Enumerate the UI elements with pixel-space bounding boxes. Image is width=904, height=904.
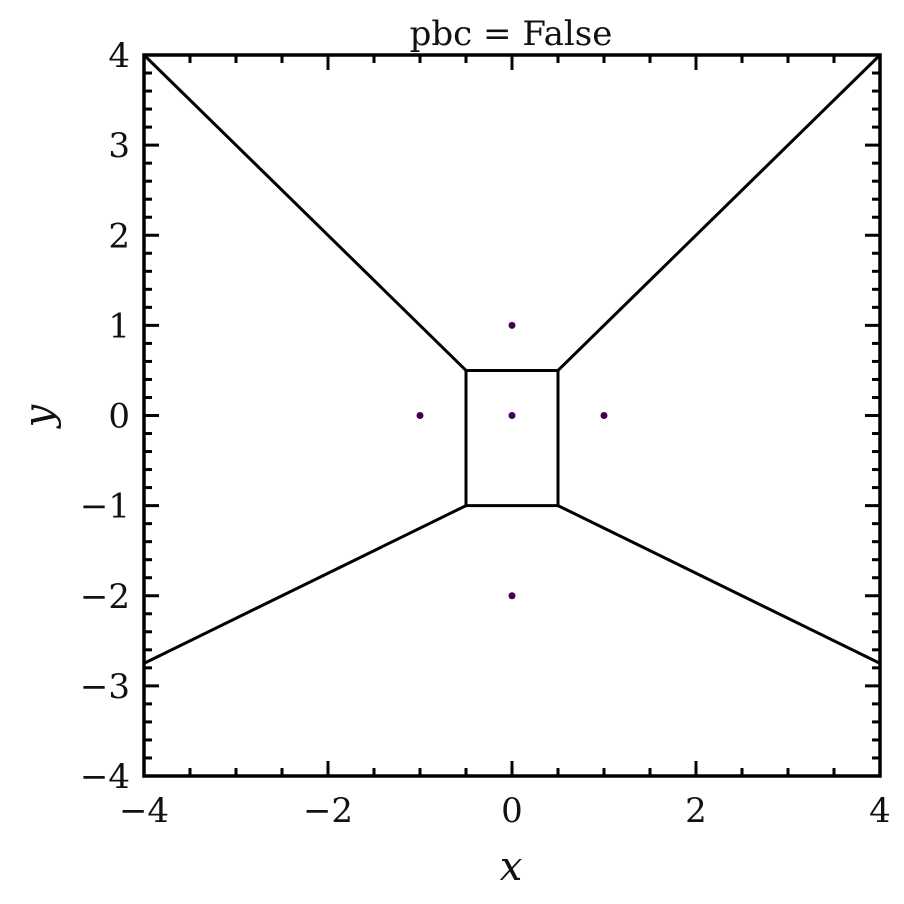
data-point — [508, 412, 516, 419]
x-tick-label: −2 — [303, 791, 353, 831]
y-tick-labels: −4 −3 −2 −1 0 1 2 3 4 — [80, 36, 130, 797]
data-point — [508, 321, 516, 329]
y-tick-label: 4 — [108, 36, 130, 76]
voronoi-edge — [142, 53, 468, 372]
data-point — [508, 592, 516, 600]
y-axis-title: y — [16, 403, 62, 429]
y-tick-label: 1 — [108, 306, 130, 346]
plot-frame — [142, 53, 882, 778]
voronoi-edge — [556, 53, 882, 372]
x-tick-label: −4 — [119, 791, 169, 831]
voronoi-edge — [557, 504, 881, 665]
x-tick-labels: −4 −2 0 2 4 — [119, 791, 891, 831]
y-tick-label: −1 — [80, 487, 130, 527]
data-point — [600, 412, 608, 419]
y-tick-label: 2 — [108, 216, 130, 256]
x-axis-title: x — [500, 844, 523, 890]
y-tick-label: −2 — [80, 577, 130, 617]
x-tick-label: 4 — [869, 791, 891, 831]
chart-title: pbc = False — [410, 14, 613, 54]
y-tick-label: −3 — [80, 667, 130, 707]
data-points — [416, 321, 608, 600]
x-tick-label: 0 — [501, 791, 523, 831]
x-tick-label: 2 — [685, 791, 707, 831]
y-tick-label: 0 — [108, 397, 130, 437]
y-tick-label: −4 — [80, 757, 130, 797]
voronoi-edges — [142, 53, 882, 665]
data-point — [416, 412, 424, 419]
y-tick-label: 3 — [108, 126, 130, 166]
voronoi-edge — [143, 504, 467, 665]
